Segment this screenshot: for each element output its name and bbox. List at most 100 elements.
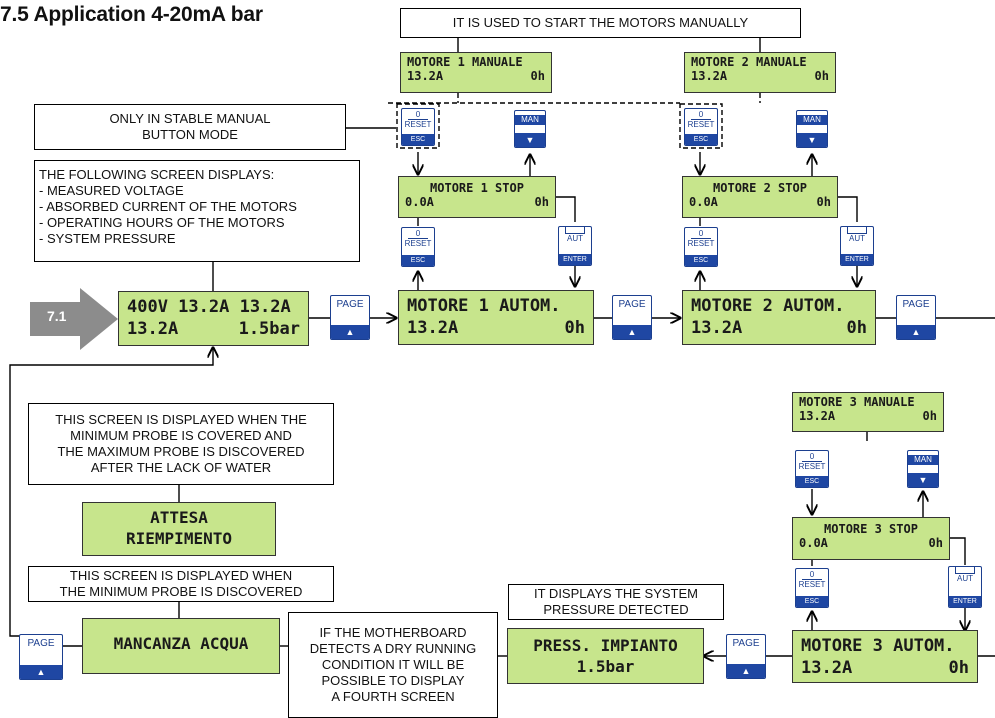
lcd-current: 0.0A xyxy=(799,536,828,550)
aut-enter-button[interactable]: AUT ENTER xyxy=(840,226,874,266)
esc-label: ESC xyxy=(796,476,828,487)
lcd-press-impianto: PRESS. IMPIANTO 1.5bar xyxy=(507,628,704,684)
reset-label: RESET xyxy=(687,239,715,248)
note-line: BUTTON MODE xyxy=(142,127,238,142)
note-line: - MEASURED VOLTAGE xyxy=(39,183,184,198)
lcd-mancanza-acqua: MANCANZA ACQUA xyxy=(82,618,280,674)
lcd-current: 13.2A xyxy=(799,409,836,423)
note-line: - SYSTEM PRESSURE xyxy=(39,231,176,246)
lcd-line: MOTORE 3 AUTOM. xyxy=(801,636,955,656)
arrow-down-icon: ▼ xyxy=(908,473,938,487)
lcd-line: MOTORE 2 MANUALE xyxy=(691,55,807,69)
note-line: THE FOLLOWING SCREEN DISPLAYS: xyxy=(39,167,275,182)
lcd-hours: 0h xyxy=(922,409,937,423)
page-button[interactable]: PAGE ▲ xyxy=(896,295,936,340)
lcd-motore3-stop: MOTORE 3 STOP 0.0A 0h xyxy=(792,517,950,560)
lcd-hours: 0h xyxy=(928,536,943,550)
page-label: PAGE xyxy=(618,299,646,310)
lcd-current: 0.0A xyxy=(405,195,434,209)
reset-esc-button[interactable]: 0 RESET ESC xyxy=(401,227,435,267)
lcd-current: 13.2A xyxy=(691,318,743,338)
note-line: POSSIBLE TO DISPLAY xyxy=(321,673,465,688)
aut-enter-button[interactable]: AUT ENTER xyxy=(558,226,592,266)
note-following-screen: THE FOLLOWING SCREEN DISPLAYS: - MEASURE… xyxy=(34,160,360,262)
man-button[interactable]: MAN ▼ xyxy=(514,110,546,148)
reset-esc-button[interactable]: 0 RESET ESC xyxy=(795,450,829,488)
reset-esc-button[interactable]: 0 RESET ESC xyxy=(684,227,718,267)
reset-label: RESET xyxy=(404,120,432,129)
esc-label: ESC xyxy=(796,596,828,607)
note-pressure-detected: IT DISPLAYS THE SYSTEM PRESSURE DETECTED xyxy=(508,584,724,620)
lcd-line: MOTORE 1 AUTOM. xyxy=(407,296,561,316)
man-button[interactable]: MAN ▼ xyxy=(907,450,939,488)
arrow-up-icon: ▲ xyxy=(727,664,765,678)
page-label: PAGE xyxy=(902,299,930,310)
page-button[interactable]: PAGE ▲ xyxy=(330,295,370,340)
reset-esc-button[interactable]: 0 RESET ESC xyxy=(795,568,829,608)
lcd-motore2-stop: MOTORE 2 STOP 0.0A 0h xyxy=(682,176,838,218)
lcd-current: 13.2A xyxy=(801,658,853,678)
man-button[interactable]: MAN ▼ xyxy=(796,110,828,148)
reset-esc-button[interactable]: 0 RESET ESC xyxy=(401,108,435,146)
lcd-current: 13.2A xyxy=(407,69,444,83)
lcd-hours: 0h xyxy=(816,195,831,209)
lcd-line: MOTORE 1 STOP xyxy=(430,181,524,195)
note-line: THIS SCREEN IS DISPLAYED WHEN THE xyxy=(55,412,307,427)
lcd-current: 13.2A xyxy=(127,319,179,339)
arrow-down-icon: ▼ xyxy=(515,133,545,147)
note-line: THE MAXIMUM PROBE IS DISCOVERED xyxy=(57,444,305,459)
aut-label: AUT xyxy=(957,574,973,583)
note-line: AFTER THE LACK OF WATER xyxy=(90,460,272,475)
reset-zero: 0 xyxy=(691,111,711,120)
page-label: PAGE xyxy=(336,299,364,310)
page-button[interactable]: PAGE ▲ xyxy=(726,634,766,679)
reset-label: RESET xyxy=(687,120,715,129)
page-button[interactable]: PAGE ▲ xyxy=(19,634,63,680)
lcd-hours: 0h xyxy=(948,658,969,678)
aut-bracket xyxy=(847,227,867,234)
lcd-motore3-autom: MOTORE 3 AUTOM. 13.2A 0h xyxy=(792,630,978,683)
man-label: MAN xyxy=(515,115,545,125)
esc-label: ESC xyxy=(685,255,717,266)
aut-label: AUT xyxy=(567,234,583,243)
note-line: - ABSORBED CURRENT OF THE MOTORS xyxy=(39,199,297,214)
note-line: A FOURTH SCREEN xyxy=(331,689,455,704)
lcd-line: MOTORE 2 STOP xyxy=(713,181,807,195)
badge-arrow xyxy=(30,288,118,350)
note-line: IF THE MOTHERBOARD xyxy=(319,625,467,640)
note-line: - OPERATING HOURS OF THE MOTORS xyxy=(39,215,285,230)
page-title: 7.5 Application 4-20mA bar xyxy=(0,3,263,26)
reset-zero: 0 xyxy=(802,571,822,580)
enter-label: ENTER xyxy=(559,254,591,265)
aut-bracket xyxy=(955,567,975,574)
lcd-pressure: 1.5bar xyxy=(238,319,300,339)
reset-zero: 0 xyxy=(802,453,822,462)
lcd-line: PRESS. IMPIANTO xyxy=(533,636,678,655)
page-button[interactable]: PAGE ▲ xyxy=(612,295,652,340)
lcd-current: 13.2A xyxy=(407,318,459,338)
reset-zero: 0 xyxy=(691,230,711,239)
note-line: THIS SCREEN IS DISPLAYED WHEN xyxy=(69,568,293,583)
note-line: CONDITION IT WILL BE xyxy=(321,657,465,672)
reset-esc-button[interactable]: 0 RESET ESC xyxy=(684,108,718,146)
reset-label: RESET xyxy=(798,580,826,589)
note-mancanza: THIS SCREEN IS DISPLAYED WHEN THE MINIMU… xyxy=(28,566,334,602)
lcd-hours: 0h xyxy=(846,318,867,338)
lcd-hours: 0h xyxy=(814,69,829,83)
esc-label: ESC xyxy=(402,134,434,145)
lcd-line: MOTORE 3 STOP xyxy=(824,522,918,536)
enter-label: ENTER xyxy=(949,596,981,607)
lcd-line: RIEMPIMENTO xyxy=(126,529,232,548)
lcd-hours: 0h xyxy=(530,69,545,83)
lcd-current: 13.2A xyxy=(691,69,728,83)
aut-enter-button[interactable]: AUT ENTER xyxy=(948,566,982,608)
note-attesa: THIS SCREEN IS DISPLAYED WHEN THE MINIMU… xyxy=(28,403,334,485)
esc-label: ESC xyxy=(402,255,434,266)
lcd-current: 0.0A xyxy=(689,195,718,209)
esc-label: ESC xyxy=(685,134,717,145)
aut-label: AUT xyxy=(849,234,865,243)
